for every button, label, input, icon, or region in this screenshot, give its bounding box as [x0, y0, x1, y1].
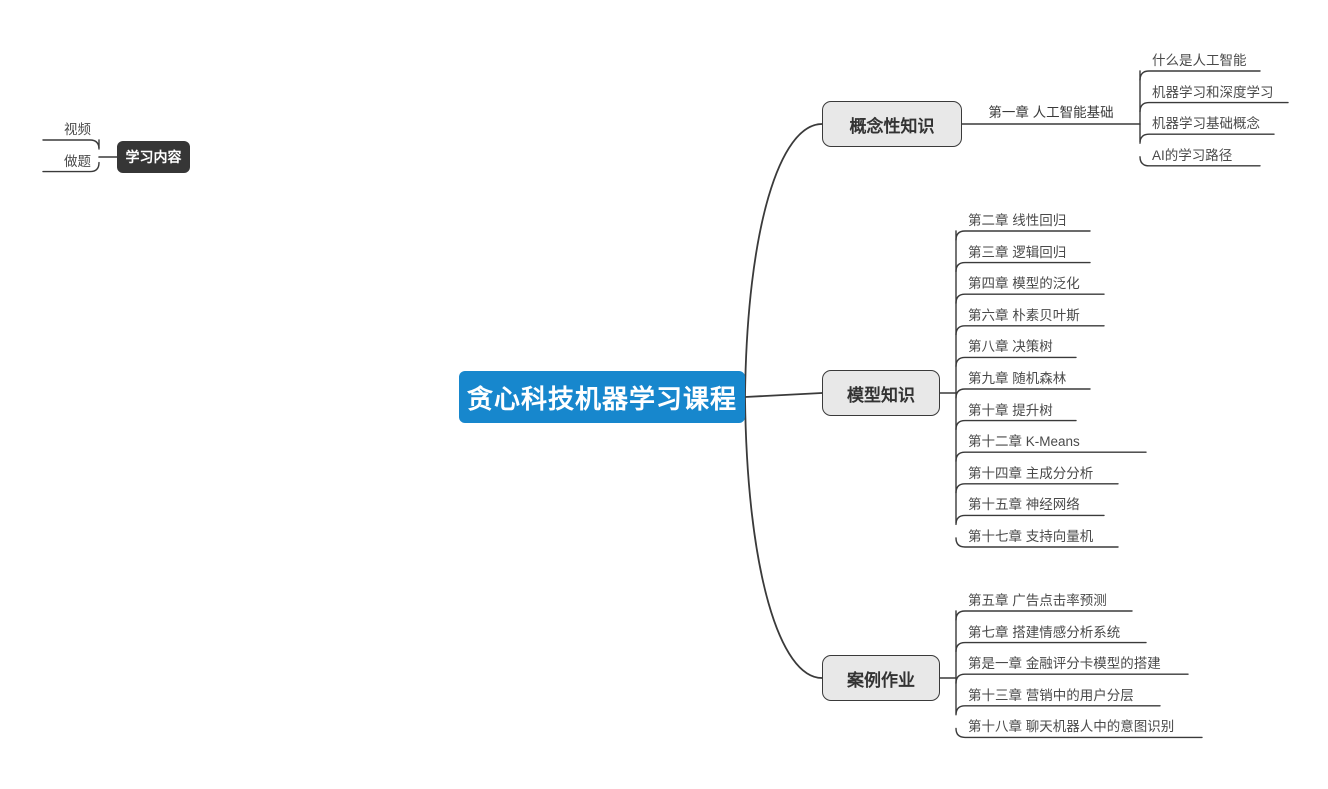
leaf-node-case-2[interactable]: 第是一章 金融评分卡模型的搭建: [964, 650, 1192, 674]
leaf-node-case-4[interactable]: 第十八章 聊天机器人中的意图识别: [964, 713, 1206, 737]
branch-node-concept[interactable]: 概念性知识: [822, 101, 962, 147]
leaf-node-model-7-label: 第十二章 K-Means: [968, 434, 1080, 450]
leaf-node-case-2-label: 第是一章 金融评分卡模型的搭建: [968, 656, 1161, 672]
leaf-node-model-6-label: 第十章 提升树: [968, 402, 1053, 418]
leaf-node-case-3[interactable]: 第十三章 营销中的用户分层: [964, 682, 1164, 706]
leaf-node-concept-1[interactable]: 机器学习和深度学习: [1148, 79, 1292, 103]
root-node-label: 贪心科技机器学习课程: [467, 383, 738, 414]
leaf-node-model-0-label: 第二章 线性回归: [968, 213, 1067, 228]
branch-node-model[interactable]: 模型知识: [822, 370, 940, 416]
dark-node-study-content-label: 学习内容: [125, 149, 182, 165]
root-node[interactable]: 贪心科技机器学习课程: [459, 371, 745, 423]
leaf-node-case-0-label: 第五章 广告点击率预测: [968, 593, 1107, 608]
leaf-node-model-7[interactable]: 第十二章 K-Means: [964, 428, 1150, 452]
mid-leaf-concept[interactable]: 第一章 人工智能基础: [962, 99, 1140, 123]
leaf-node-model-5-label: 第九章 随机森林: [968, 371, 1067, 386]
leaf-node-concept-3-label: AI的学习路径: [1152, 147, 1233, 163]
leaf-node-study-0-label: 视频: [64, 122, 91, 137]
leaf-node-model-3-label: 第六章 朴素贝叶斯: [968, 307, 1080, 323]
leaf-node-model-3[interactable]: 第六章 朴素贝叶斯: [964, 302, 1108, 326]
leaf-node-model-5[interactable]: 第九章 随机森林: [964, 365, 1094, 389]
leaf-node-model-0[interactable]: 第二章 线性回归: [964, 207, 1094, 231]
leaf-node-model-10[interactable]: 第十七章 支持向量机: [964, 523, 1122, 547]
leaf-node-study-1-label: 做题: [64, 153, 91, 169]
leaf-node-concept-2[interactable]: 机器学习基础概念: [1148, 110, 1278, 134]
leaf-node-model-4[interactable]: 第八章 决策树: [964, 333, 1080, 357]
leaf-node-model-1[interactable]: 第三章 逻辑回归: [964, 239, 1094, 263]
leaf-node-case-3-label: 第十三章 营销中的用户分层: [968, 687, 1134, 703]
leaf-node-study-0[interactable]: 视频: [47, 116, 95, 140]
leaf-node-case-4-label: 第十八章 聊天机器人中的意图识别: [968, 719, 1175, 735]
branch-node-case-label: 案例作业: [847, 670, 915, 690]
leaf-node-case-0[interactable]: 第五章 广告点击率预测: [964, 587, 1136, 611]
leaf-node-model-4-label: 第八章 决策树: [968, 339, 1053, 355]
branch-node-model-label: 模型知识: [847, 385, 915, 405]
leaf-node-study-1[interactable]: 做题: [47, 148, 95, 172]
dark-node-study-content[interactable]: 学习内容: [117, 141, 190, 173]
leaf-node-concept-0[interactable]: 什么是人工智能: [1148, 47, 1264, 71]
leaf-node-concept-0-label: 什么是人工智能: [1152, 53, 1247, 68]
leaf-node-concept-2-label: 机器学习基础概念: [1152, 116, 1260, 132]
leaf-node-model-2-label: 第四章 模型的泛化: [968, 276, 1080, 292]
branch-node-concept-label: 概念性知识: [849, 116, 935, 136]
leaf-node-model-9[interactable]: 第十五章 神经网络: [964, 491, 1108, 515]
leaf-node-model-6[interactable]: 第十章 提升树: [964, 397, 1080, 421]
leaf-node-model-8[interactable]: 第十四章 主成分分析: [964, 460, 1122, 484]
leaf-node-model-9-label: 第十五章 神经网络: [968, 497, 1080, 513]
mid-leaf-concept-label: 第一章 人工智能基础: [988, 105, 1114, 120]
leaf-node-concept-3[interactable]: AI的学习路径: [1148, 142, 1264, 166]
leaf-node-concept-1-label: 机器学习和深度学习: [1152, 84, 1274, 100]
leaf-node-case-1-label: 第七章 搭建情感分析系统: [968, 624, 1121, 640]
leaf-node-model-8-label: 第十四章 主成分分析: [968, 465, 1094, 481]
leaf-node-case-1[interactable]: 第七章 搭建情感分析系统: [964, 619, 1150, 643]
leaf-node-model-2[interactable]: 第四章 模型的泛化: [964, 270, 1108, 294]
leaf-node-model-10-label: 第十七章 支持向量机: [968, 529, 1094, 544]
leaf-node-model-1-label: 第三章 逻辑回归: [968, 244, 1067, 260]
branch-node-case[interactable]: 案例作业: [822, 655, 940, 701]
